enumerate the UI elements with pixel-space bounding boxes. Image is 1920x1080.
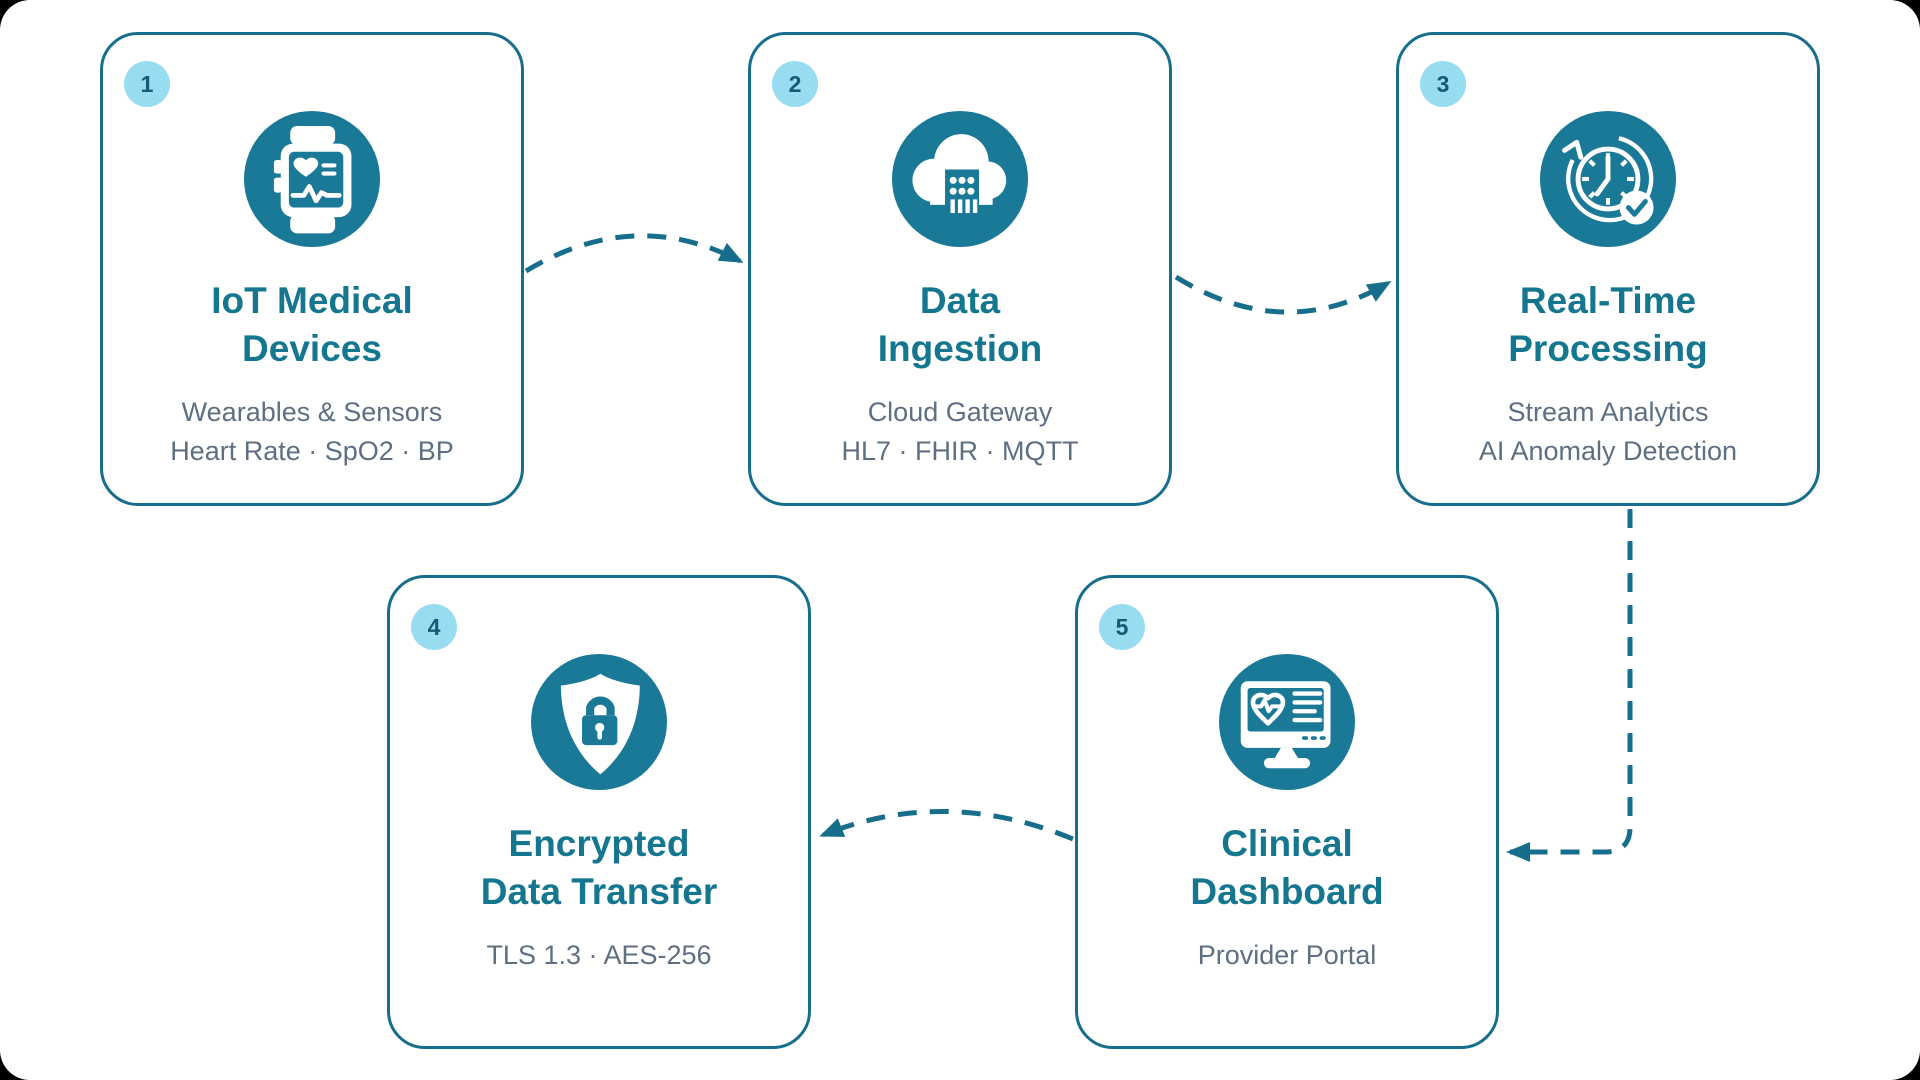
step-number-badge: 5 <box>1099 604 1145 650</box>
cloud-gateway-icon <box>892 111 1028 247</box>
clock-sync-icon <box>1540 111 1676 247</box>
step-number-badge: 1 <box>124 61 170 107</box>
clinical-monitor-icon <box>1219 654 1355 790</box>
connector-step3-step5 <box>1506 509 1633 862</box>
step-number-badge: 2 <box>772 61 818 107</box>
step-subtitle: Provider Portal <box>1197 940 1377 970</box>
step-card-data-ingestion: 2 D <box>748 32 1172 506</box>
connector-step2-step3 <box>1174 274 1392 315</box>
step-number-badge: 4 <box>411 604 457 650</box>
step-subtitle: TLS 1.3 · AES-256 <box>486 940 712 970</box>
connector-step1-step2 <box>524 233 744 274</box>
connector-step5-step4 <box>819 808 1074 842</box>
smartwatch-health-icon <box>244 111 380 247</box>
step-number-badge: 3 <box>1420 61 1466 107</box>
shield-lock-icon <box>531 654 667 790</box>
